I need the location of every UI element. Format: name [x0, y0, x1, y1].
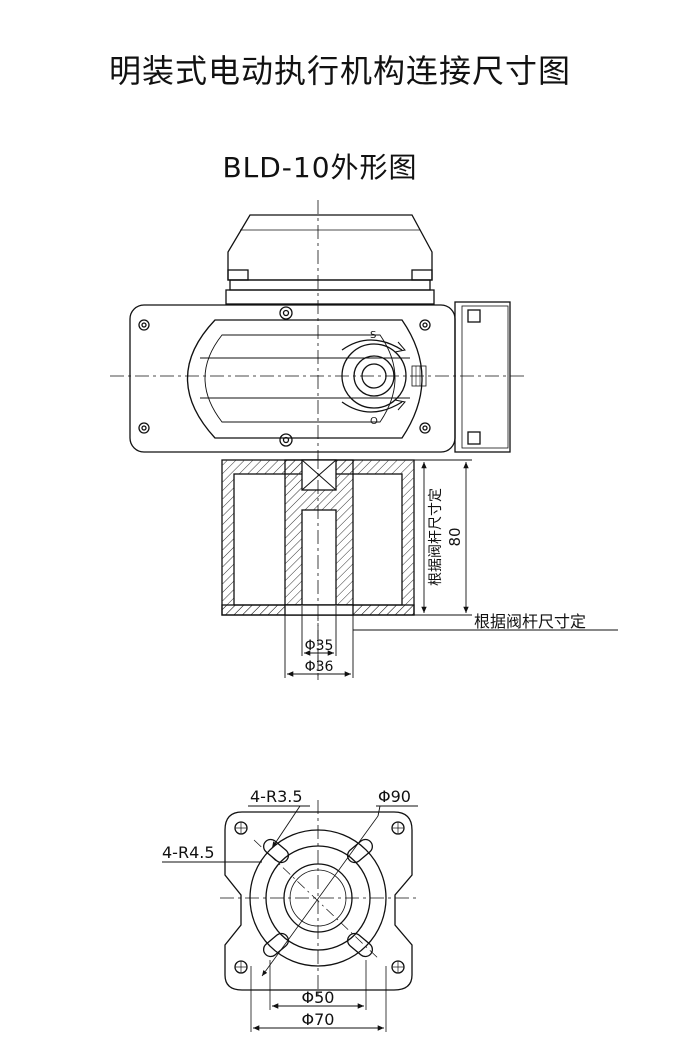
dial-label-o: O: [370, 416, 378, 427]
label-phi90: Φ90: [378, 787, 411, 806]
flange-bottom-view: [162, 800, 418, 1032]
side-dimensions: [284, 459, 618, 678]
flange-outline: [224, 811, 413, 991]
dim-stem-note: 根据阀杆尺寸定: [474, 612, 586, 631]
corner-holes: [234, 821, 405, 974]
top-cover: [225, 214, 435, 305]
label-4-r3-5: 4-R3.5: [250, 787, 303, 806]
label-phi50: Φ50: [302, 988, 335, 1007]
flange-circle-inner: [283, 863, 353, 933]
drawing-subtitle: BLD-10外形图: [222, 151, 418, 184]
label-phi70: Φ70: [302, 1010, 335, 1029]
mounting-bracket-section: [221, 455, 415, 680]
page-title: 明装式电动执行机构连接尺寸图: [108, 52, 571, 90]
dim-vertical-note: 根据阀杆尺寸定: [428, 488, 444, 586]
housing-bolts: [138, 306, 431, 447]
dim-phi35: Φ35: [305, 638, 334, 654]
label-4-r4-5: 4-R4.5: [162, 843, 215, 862]
main-housing: [129, 301, 511, 453]
dim-height-80: 80: [446, 527, 464, 546]
dim-phi36: Φ36: [305, 659, 334, 675]
actuator-side-view: [110, 200, 618, 680]
dial-label-s: S: [370, 330, 376, 341]
